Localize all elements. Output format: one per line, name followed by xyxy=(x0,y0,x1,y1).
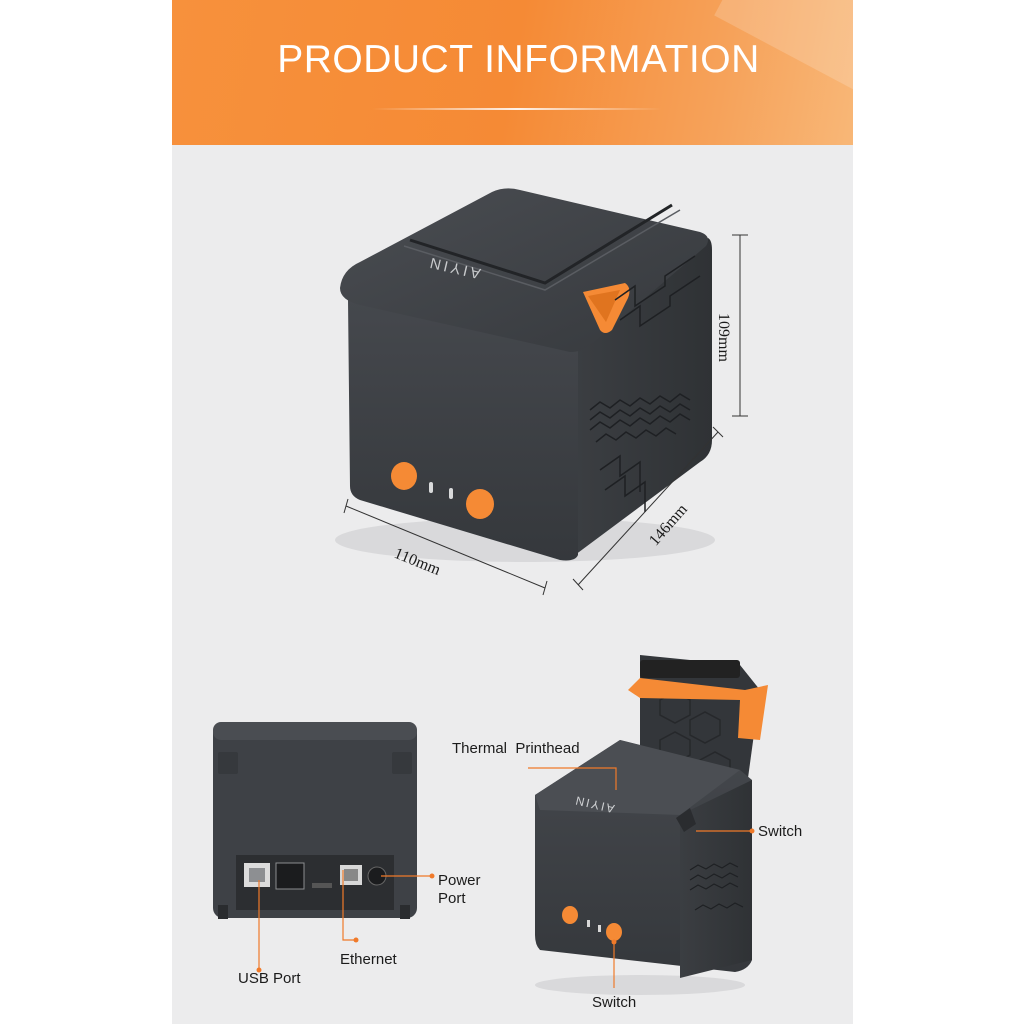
callout-lines xyxy=(258,767,752,988)
header-banner: PRODUCT INFORMATION xyxy=(172,0,853,145)
ethernet-label: Ethernet xyxy=(340,951,397,968)
switch-lid-label: Switch xyxy=(758,823,803,840)
usb-port-label: USB Port xyxy=(238,970,301,987)
title-underline xyxy=(372,108,662,110)
thermal-printhead-label: Thermal Printhead xyxy=(452,740,580,757)
paper-roller xyxy=(640,660,740,678)
switch-front-label: Switch xyxy=(592,994,637,1011)
callout-dots xyxy=(256,828,755,973)
power-port-label-line2: Port xyxy=(438,890,466,907)
height-dimension-label: 109mm xyxy=(715,313,732,362)
open-front-button-right xyxy=(606,923,622,941)
open-front-button-left xyxy=(562,906,578,924)
ethernet-socket xyxy=(275,862,305,890)
status-led-2 xyxy=(449,488,453,499)
dimension-lines xyxy=(343,234,748,596)
printer-front-face xyxy=(348,300,578,561)
status-led-1 xyxy=(429,482,433,493)
printer-open-view: AIYIN xyxy=(535,655,768,995)
printer-main-view: AIYIN xyxy=(335,188,715,562)
orange-lid-frame xyxy=(628,678,768,740)
front-button-left xyxy=(391,462,417,490)
side-pattern xyxy=(589,255,701,512)
page-title: PRODUCT INFORMATION xyxy=(277,38,760,81)
paper-slot xyxy=(409,203,673,285)
printer-back-view xyxy=(213,722,417,919)
power-port-label-line1: Power xyxy=(438,872,481,889)
front-button-right xyxy=(466,489,494,519)
